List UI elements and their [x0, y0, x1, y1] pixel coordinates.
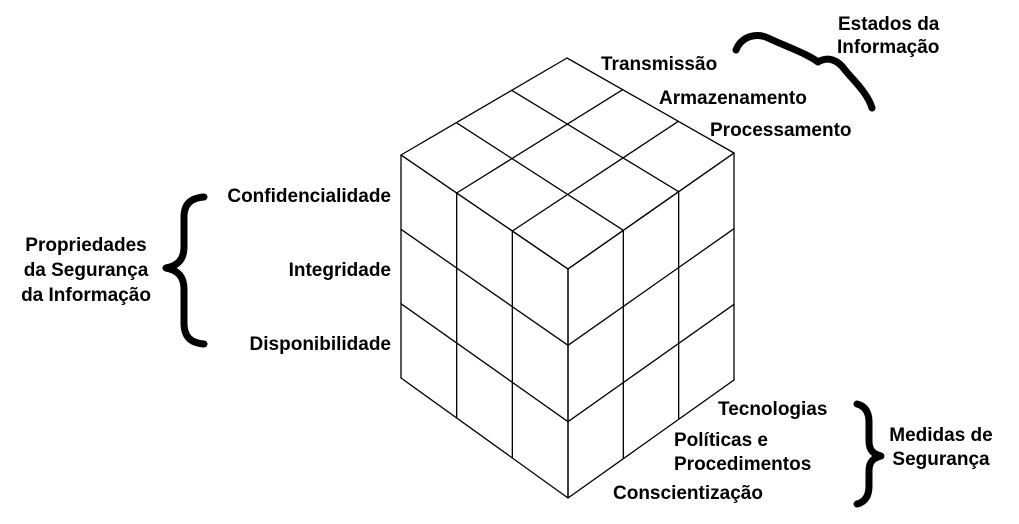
measure-tecnologias: Tecnologias — [718, 399, 827, 420]
top-face-depth-line — [400, 57, 568, 156]
front-face-horizontal-line — [400, 377, 569, 499]
top-face-line — [455, 122, 624, 231]
states-title-line1: Estados da — [838, 14, 940, 35]
right-face-horizontal-line — [567, 228, 735, 346]
properties-title-line2: da Segurança — [24, 260, 149, 281]
measure-politicas: Políticas e — [674, 430, 768, 451]
property-confidencialidade: Confidencialidade — [227, 186, 391, 207]
top-face-line — [400, 154, 569, 270]
states-brace — [732, 32, 876, 112]
measure-procedimentos: Procedimentos — [674, 454, 811, 475]
cube-grid — [400, 57, 735, 499]
top-face-line — [566, 57, 735, 154]
property-integridade: Integridade — [289, 260, 391, 281]
right-face-horizontal-line — [567, 379, 735, 499]
right-face-horizontal-line — [567, 303, 735, 423]
measures-title-line1: Medidas de — [889, 425, 992, 446]
top-face-depth-line — [511, 120, 679, 232]
property-disponibilidade: Disponibilidade — [250, 334, 391, 355]
front-face-horizontal-line — [400, 303, 569, 423]
measures-brace — [853, 400, 885, 508]
properties-title-line3: da Informação — [21, 285, 151, 306]
measure-conscientizacao: Conscientização — [613, 483, 763, 504]
state-transmissao: Transmissão — [601, 54, 717, 75]
properties-brace — [162, 193, 208, 348]
state-armazenamento: Armazenamento — [659, 88, 807, 109]
state-processamento: Processamento — [710, 120, 852, 141]
measures-title-line2: Segurança — [892, 449, 990, 470]
front-face-horizontal-line — [400, 228, 569, 346]
top-face-depth-line — [456, 89, 624, 194]
states-title-line2: Informação — [837, 37, 939, 58]
properties-title-line1: Propriedades — [25, 235, 146, 256]
right-face-horizontal-line — [567, 152, 735, 270]
top-face-line — [511, 89, 680, 193]
